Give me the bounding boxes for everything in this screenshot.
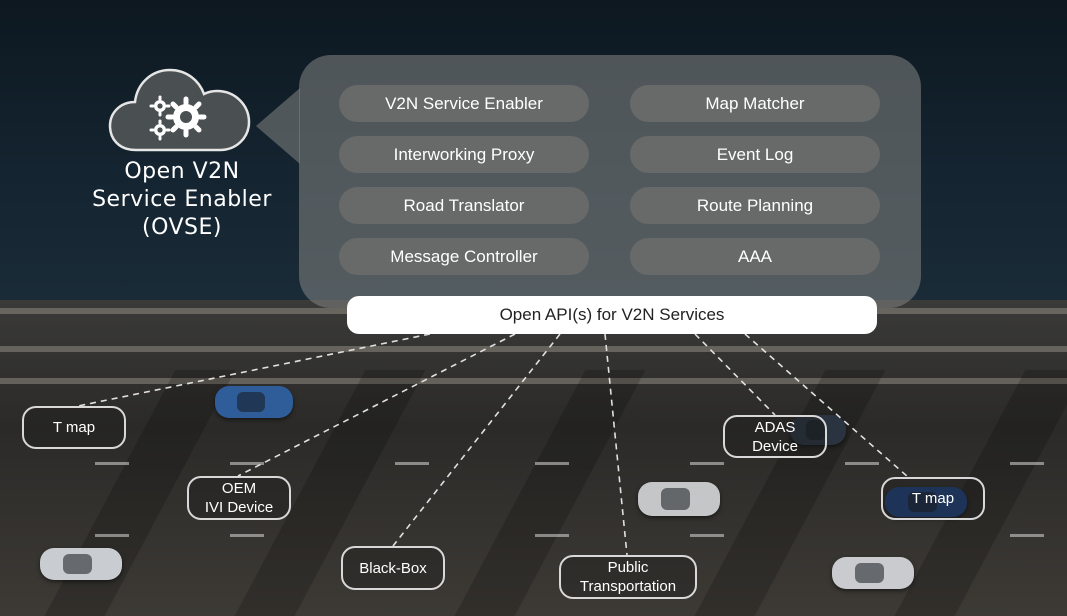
lane-marking [1010, 462, 1044, 465]
device-tmap-left: T map [22, 406, 126, 449]
lane-marking [230, 534, 264, 537]
device-tmap-right: T map [881, 477, 985, 520]
car [832, 557, 914, 589]
lane-marking [95, 462, 129, 465]
device-oem-ivi: OEM IVI Device [187, 476, 291, 520]
car [638, 482, 720, 516]
lane-marking [395, 462, 429, 465]
module-aaa: AAA [630, 238, 880, 275]
lane-marking [690, 534, 724, 537]
module-message-controller: Message Controller [339, 238, 589, 275]
car [215, 386, 293, 418]
module-road-translator: Road Translator [339, 187, 589, 224]
bridge-railing [0, 346, 1067, 352]
module-event-log: Event Log [630, 136, 880, 173]
device-public-transport: Public Transportation [559, 555, 697, 599]
lane-marking [535, 534, 569, 537]
module-map-matcher: Map Matcher [630, 85, 880, 122]
gears-icon [149, 95, 207, 141]
ovse-cloud [108, 62, 252, 154]
open-api-bar: Open API(s) for V2N Services [347, 296, 877, 334]
device-adas: ADAS Device [723, 415, 827, 458]
module-interworking-proxy: Interworking Proxy [339, 136, 589, 173]
lane-marking [690, 462, 724, 465]
car [40, 548, 122, 580]
module-v2n-service-enabler: V2N Service Enabler [339, 85, 589, 122]
car [885, 487, 967, 517]
module-route-planning: Route Planning [630, 187, 880, 224]
cloud-icon [108, 68, 251, 152]
lane-marking [230, 462, 264, 465]
lane-marking [845, 462, 879, 465]
bridge-railing [0, 378, 1067, 384]
bubble-pointer [256, 88, 300, 164]
device-black-box: Black-Box [341, 546, 445, 590]
lane-marking [535, 462, 569, 465]
ovse-title: Open V2N Service Enabler (OVSE) [92, 159, 272, 240]
lane-marking [1010, 534, 1044, 537]
lane-marking [95, 534, 129, 537]
